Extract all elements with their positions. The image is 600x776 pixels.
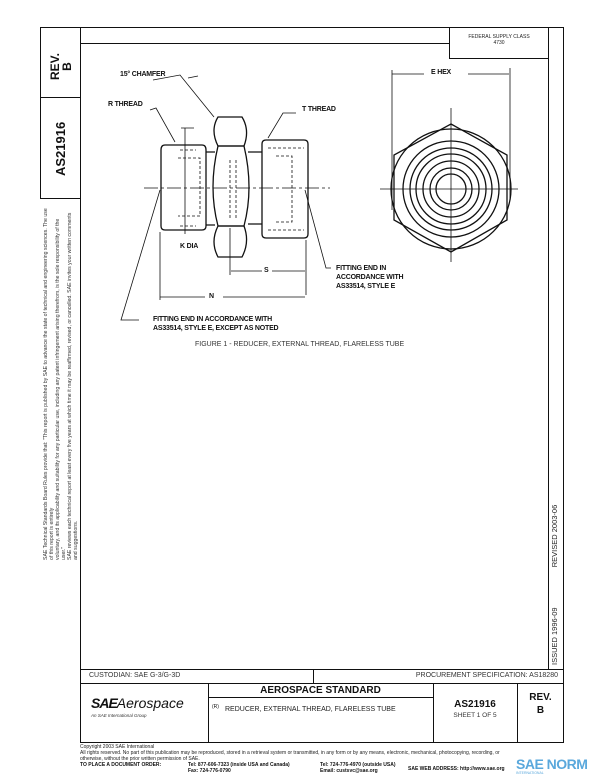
- inner-right-rule: [548, 27, 549, 669]
- rev-box: REV. B: [517, 691, 564, 717]
- rev-value: B: [536, 705, 545, 716]
- watermark-sub: INTERNATIONAL: [516, 771, 544, 775]
- fsc-label: FEDERAL SUPPLY CLASS: [468, 34, 530, 40]
- r-thread-end: [160, 144, 207, 231]
- custodian: CUSTODIAN: SAE G-3/G-3D: [89, 672, 181, 679]
- rev-label: REV.: [529, 692, 552, 703]
- doc-number: AS21916: [454, 699, 496, 710]
- e-hex-label: E HEX: [431, 69, 452, 76]
- document-title: REDUCER, EXTERNAL THREAD, FLARELESS TUBE: [225, 706, 396, 713]
- header-rule: [80, 43, 450, 44]
- rights-2: otherwise, without the prior written per…: [80, 756, 200, 762]
- side-view: [120, 74, 331, 321]
- title-block: [80, 669, 564, 743]
- r-thread-label: R THREAD: [108, 101, 143, 108]
- fax: Fax: 724-776-0790: [188, 768, 231, 774]
- k-dia-label: K DIA: [180, 243, 199, 250]
- copyright: Copyright 2003 SAE International: [80, 744, 155, 750]
- s-dim-label: S: [264, 267, 269, 274]
- fsc-box: FEDERAL SUPPLY CLASS 4730: [449, 27, 549, 59]
- hex-nut-bottom: [213, 225, 248, 258]
- rights: All rights reserved. No part of this pub…: [80, 750, 500, 756]
- hex-nut-top: [213, 116, 248, 147]
- figure-caption: FIGURE 1 - REDUCER, EXTERNAL THREAD, FLA…: [195, 341, 405, 348]
- t-thread-label: T THREAD: [302, 106, 336, 113]
- fitting-end-right-note: FITTING END IN ACCORDANCE WITH AS33514, …: [336, 265, 404, 290]
- web-address[interactable]: SAE WEB ADDRESS: http://www.sae.org: [408, 766, 505, 772]
- chamfer-label: 15° CHAMFER: [120, 71, 166, 78]
- standard-heading: AEROSPACE STANDARD: [260, 685, 381, 696]
- tel-outside: Tel: 724-776-4970 (outside USA): [320, 762, 396, 768]
- revision-mark: (R): [212, 704, 219, 710]
- n-dim-label: N: [209, 293, 214, 300]
- end-view: [380, 68, 518, 262]
- sae-norm-watermark: SAE NORM: [516, 756, 588, 772]
- procurement-spec: PROCUREMENT SPECIFICATION: AS18280: [415, 672, 558, 679]
- sae-aerospace-logo: SAEAerospace An SAE International Group: [91, 695, 184, 718]
- fsc-value: 4730: [493, 40, 505, 46]
- sheet-number: SHEET 1 OF 5: [453, 712, 497, 719]
- fitting-end-left-note: FITTING END IN ACCORDANCE WITH AS33514, …: [153, 316, 279, 332]
- email[interactable]: Email: custsvc@sae.org: [320, 768, 378, 774]
- order-label: TO PLACE A DOCUMENT ORDER:: [80, 762, 162, 768]
- footer-legal: Copyright 2003 SAE International All rig…: [80, 744, 570, 762]
- t-thread-end: [261, 139, 309, 239]
- tel-inside: Tel: 877-606-7323 (inside USA and Canada…: [188, 762, 290, 768]
- hex-nut-mid: [212, 145, 250, 227]
